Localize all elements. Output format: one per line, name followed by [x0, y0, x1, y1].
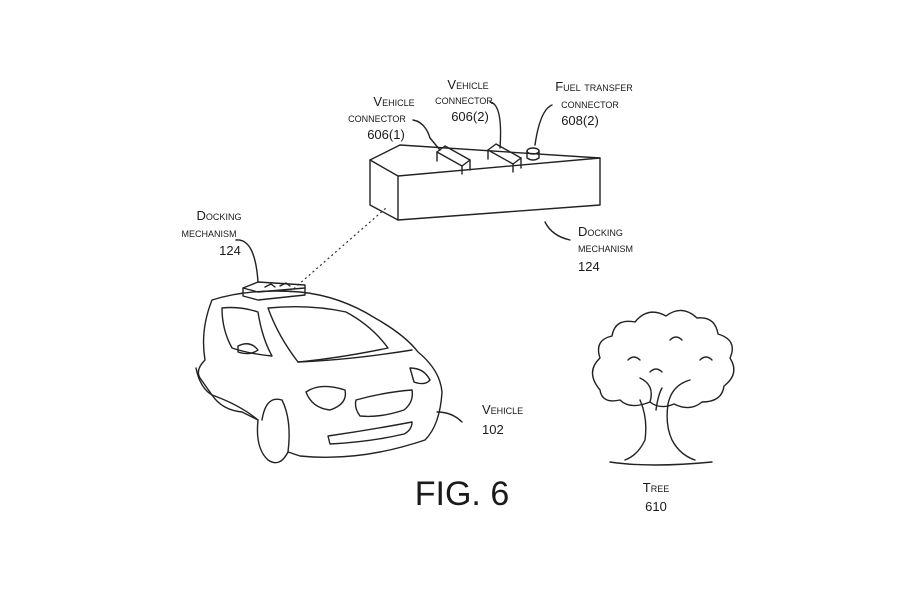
vehicle-connector-2: [487, 143, 522, 173]
leader-docking-left: [235, 239, 259, 283]
vehicle-connector-1: [436, 145, 471, 175]
label-vehicle-connector-2-line1: Vehicle: [447, 77, 488, 92]
label-docking-right-line1: Docking: [578, 224, 623, 239]
label-fuel-transfer-line1: Fuel transfer: [555, 79, 633, 94]
leader-606-2: [489, 101, 502, 149]
label-docking-left-ref: 124: [219, 243, 241, 258]
label-vehicle-line1: Vehicle: [482, 402, 523, 417]
magnification-link: [289, 207, 387, 293]
leader-vehicle: [436, 411, 463, 423]
figure-title: FIG. 6: [415, 475, 509, 513]
label-tree-line1: Tree: [643, 480, 669, 495]
label-vehicle-connector-2-line2: connector: [435, 92, 493, 107]
leader-606-1: [412, 119, 441, 151]
label-vehicle-ref: 102: [482, 422, 504, 437]
label-vehicle-connector-1-ref: 606(1): [367, 127, 405, 142]
label-docking-right-ref: 124: [578, 259, 600, 274]
label-vehicle-connector-1-line1: Vehicle: [373, 94, 414, 109]
label-docking-left-line2: mechanism: [181, 225, 236, 240]
label-vehicle-connector-1-line2: connector: [348, 110, 406, 125]
leader-608-2: [534, 104, 553, 146]
label-docking-left-line1: Docking: [197, 208, 242, 223]
label-fuel-transfer-ref: 608(2): [561, 113, 599, 128]
fuel-transfer-connector: [526, 147, 540, 161]
docking-mechanism-enlarged: [369, 143, 601, 221]
label-tree-ref: 610: [645, 499, 667, 514]
tree-drawing: [591, 309, 735, 466]
label-docking-right-line2: mechanism: [578, 240, 633, 255]
label-fuel-transfer-line2: connector: [561, 96, 619, 111]
label-vehicle-connector-2-ref: 606(2): [451, 109, 489, 124]
leader-docking-right: [544, 221, 571, 241]
vehicle-drawing: [195, 281, 443, 464]
